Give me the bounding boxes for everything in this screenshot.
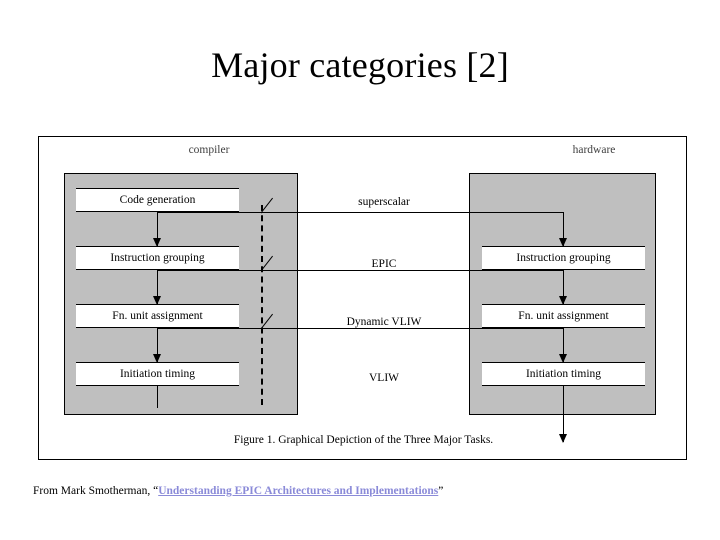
flow-arrow-compiler-1 (153, 212, 161, 247)
flow-arrow-compiler-3 (153, 328, 161, 363)
category-label-superscalar: superscalar (358, 196, 410, 208)
column-header-hardware: hardware (572, 144, 616, 156)
flow-arrow-hardware-4 (559, 386, 567, 443)
category-label-epic: EPIC (371, 258, 397, 270)
task-box-hardware-instruction-grouping: Instruction grouping (482, 246, 645, 270)
category-label-dynamic-vliw: Dynamic VLIW (346, 316, 422, 328)
divider-dynamic-vliw (157, 328, 564, 329)
flow-arrow-hardware-3 (559, 328, 567, 363)
flow-arrow-hardware-1 (559, 212, 567, 247)
dashed-branch-tick-3 (261, 313, 278, 330)
attribution-suffix: ” (438, 485, 444, 497)
column-header-compiler: compiler (188, 144, 230, 156)
dashed-branch-tick-2 (261, 255, 278, 272)
task-box-compiler-instruction-grouping: Instruction grouping (76, 246, 239, 270)
task-box-hardware-fn-unit-assignment: Fn. unit assignment (482, 304, 645, 328)
figure-container: compiler hardware Code generation Instru… (38, 136, 687, 460)
divider-superscalar (157, 212, 564, 213)
dashed-branch-tick-1 (261, 197, 278, 214)
dashed-boundary-line (261, 205, 263, 405)
category-label-vliw: VLIW (368, 372, 399, 384)
task-box-compiler-initiation-timing: Initiation timing (76, 362, 239, 386)
task-box-compiler-fn-unit-assignment: Fn. unit assignment (76, 304, 239, 328)
flow-arrow-compiler-2 (153, 270, 161, 305)
task-box-hardware-initiation-timing: Initiation timing (482, 362, 645, 386)
divider-epic (157, 270, 564, 271)
attribution-link[interactable]: Understanding EPIC Architectures and Imp… (158, 485, 439, 497)
attribution-prefix: From Mark Smotherman, “ (33, 485, 159, 497)
flow-arrow-hardware-2 (559, 270, 567, 305)
page-title: Major categories [2] (211, 45, 509, 85)
figure-caption: Figure 1. Graphical Depiction of the Thr… (233, 434, 494, 446)
task-box-code-generation: Code generation (76, 188, 239, 212)
attribution-line: From Mark Smotherman, “Understanding EPI… (33, 484, 443, 499)
flow-arrow-compiler-4 (157, 386, 158, 408)
